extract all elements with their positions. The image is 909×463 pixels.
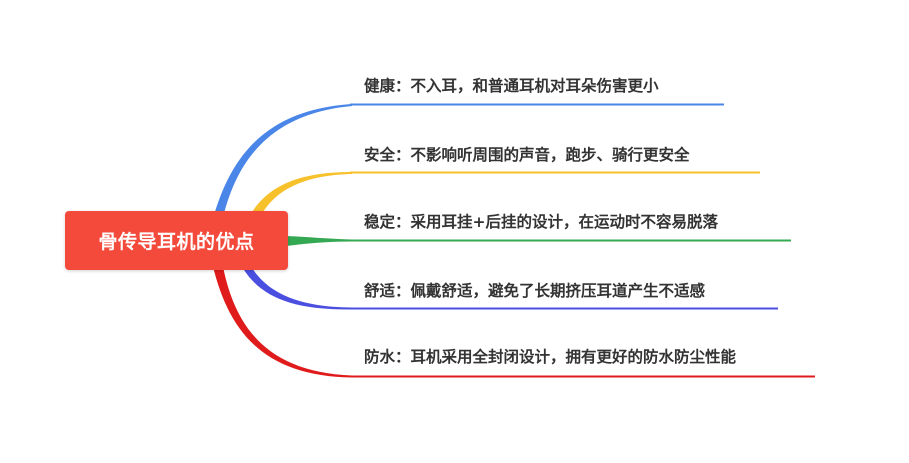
branch-node-safety[interactable]: 安全：不影响听周围的声音，跑步、骑行更安全 <box>364 146 690 164</box>
branch-node-stability[interactable]: 稳定：采用耳挂+后挂的设计，在运动时不容易脱落 <box>364 213 718 231</box>
connector-branch-3 <box>286 236 352 246</box>
connector-branch-2 <box>252 172 352 214</box>
connector-branch-4 <box>244 268 352 310</box>
branch-node-comfort[interactable]: 舒适：佩戴舒适，避免了长期挤压耳道产生不适感 <box>364 282 706 300</box>
branch-node-waterproof[interactable]: 防水：耳机采用全封闭设计，拥有更好的防水防尘性能 <box>364 348 737 366</box>
connector-branch-5 <box>211 256 352 378</box>
branch-node-health[interactable]: 健康：不入耳，和普通耳机对耳朵伤害更小 <box>364 77 659 95</box>
root-node[interactable]: 骨传导耳机的优点 <box>65 211 288 270</box>
root-node-label: 骨传导耳机的优点 <box>98 231 255 253</box>
connector-branch-1 <box>211 104 352 226</box>
